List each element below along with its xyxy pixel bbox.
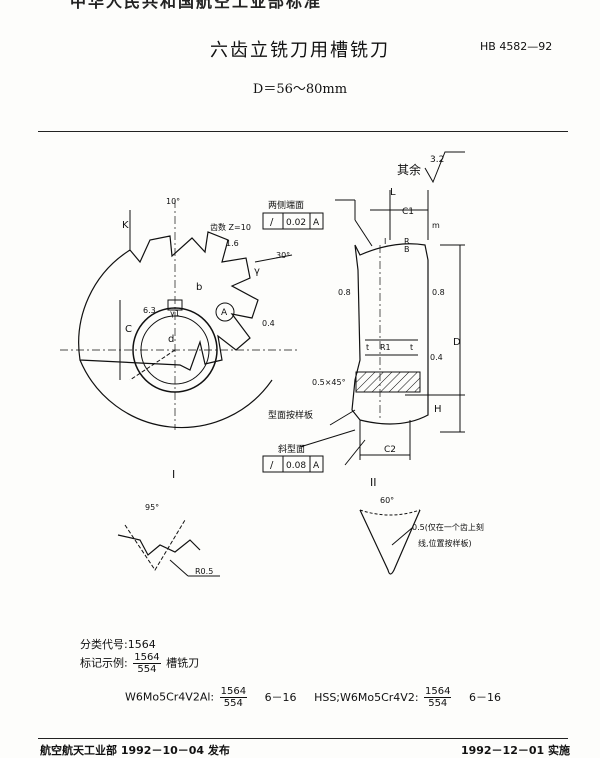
drawing-label: d [168, 334, 174, 345]
technical-drawing: 其余 3.2 10° K 齿数 Z=10 1.6 30° γ b 6.3 γ1 … [60, 151, 484, 577]
bottom-divider [38, 738, 568, 739]
drawing-label: 斜型面 [278, 443, 305, 455]
issue-date: 航空航天工业部 1992－10－04 发布 [40, 744, 230, 757]
drawing-label: I [172, 468, 175, 481]
drawing-label: A [221, 308, 228, 318]
drawing-label: 两侧端面 [268, 199, 304, 211]
diameter-range: D＝56～80mm [252, 82, 348, 97]
detail-ii [359, 509, 421, 575]
drawing-label: 0.8 [338, 288, 351, 297]
drawing-label: 型面按样板 [268, 409, 313, 421]
cutter-front-view [60, 200, 300, 430]
drawing-label: R [404, 237, 410, 246]
class-code: 分类代号:1564 [80, 638, 156, 651]
drawing-label: C1 [402, 207, 414, 217]
drawing-label: 0.5×45° [312, 378, 346, 387]
page-title: 六齿立铣刀用槽铣刀 [210, 40, 390, 61]
drawing-label: L [390, 187, 396, 198]
drawing-label: 30° [276, 251, 290, 260]
drawing-label: A [313, 461, 320, 471]
roughness-note: 其余 [397, 162, 421, 177]
drawing-label: R0.5 [195, 567, 213, 576]
drawing-label: t [366, 343, 369, 352]
drawing-label: 齿数 Z=10 [210, 222, 251, 232]
standard-code: HB 4582—92 [480, 40, 553, 53]
drawing-label: / [270, 217, 274, 228]
drawing-label: γ1 [170, 309, 180, 318]
drawing-label: 0.08 [286, 461, 306, 471]
drawing-label: C [125, 324, 132, 335]
drawing-label: 0.4 [262, 319, 275, 328]
drawing-label: 0.02 [286, 218, 306, 228]
detail-i [117, 519, 220, 577]
effective-date: 1992－12－01 实施 [460, 744, 570, 757]
drawing-label: II [370, 476, 377, 489]
drawing-label: D [453, 337, 461, 348]
drawing-label: I [384, 237, 386, 246]
drawing-label: H [434, 404, 442, 415]
drawing-label: 10° [166, 197, 180, 206]
drawing-label: A [313, 218, 320, 228]
drawing-label: 线,位置按样板) [418, 538, 472, 548]
drawing-label: γ [254, 266, 260, 277]
drawing-label: 60° [380, 496, 394, 505]
drawing-label: / [270, 460, 274, 471]
roughness-value: 3.2 [430, 155, 444, 165]
top-divider [38, 131, 568, 132]
drawing-label: b [196, 282, 202, 293]
drawing-label: 6.3 [143, 306, 156, 315]
drawing-label: B [404, 245, 410, 254]
cutter-side-section [299, 190, 465, 466]
drawing-label: R1 [380, 343, 391, 352]
drawing-label: 0.4 [430, 353, 443, 362]
drawing-label: 0.5(仅在一个齿上刻 [412, 522, 484, 532]
drawing-label: 95° [145, 503, 159, 512]
top-header-cut: 中华人民共和国航空工业部标准 [70, 0, 323, 11]
drawing-label: m [432, 221, 440, 230]
drawing-label: 1.6 [226, 239, 239, 248]
drawing-label: C2 [384, 445, 396, 455]
drawing-label: K [122, 220, 129, 231]
drawing-label: 0.8 [432, 288, 445, 297]
drawing-label: t [410, 343, 413, 352]
